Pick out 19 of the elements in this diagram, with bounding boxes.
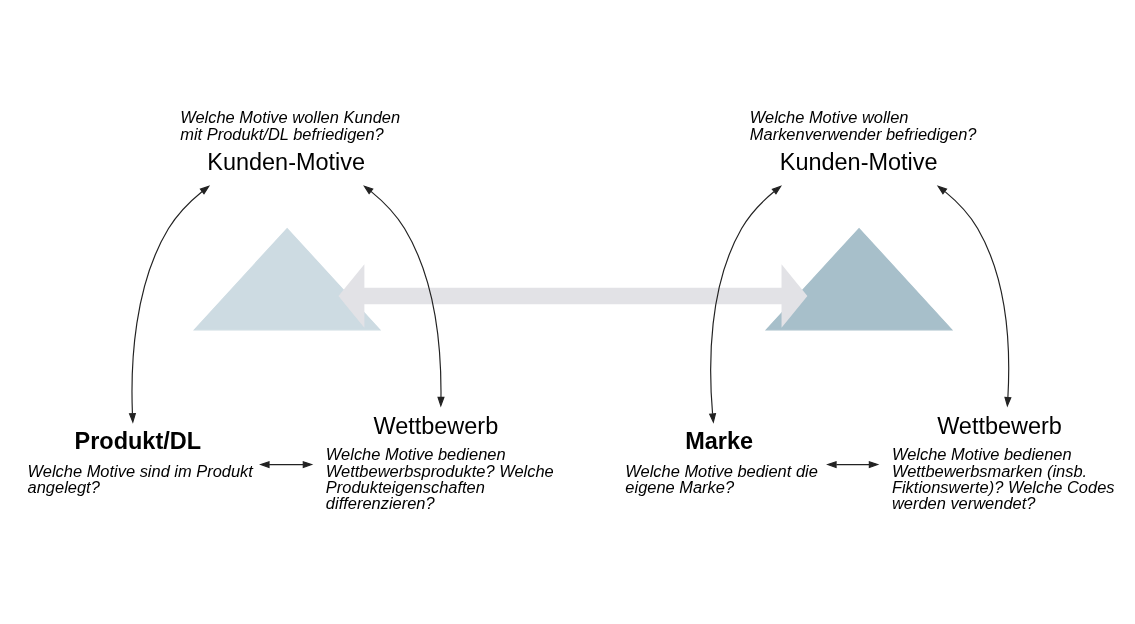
node-text: Kunden-Motive xyxy=(207,148,366,175)
node-label: Welche Motive bedienen Wettbewerbsmarken (insb. Fiktionswerte)? Welche Codes werden verwendet? xyxy=(891,444,1115,512)
arrow xyxy=(363,184,445,407)
node-label: Welche Motive wollen Markenverwender befriedigen? xyxy=(749,107,977,143)
arrow xyxy=(338,263,808,328)
node-text: Wettbewerb xyxy=(937,412,1062,439)
node-text: Kunden-Motive xyxy=(779,148,938,175)
arrow xyxy=(936,184,1012,408)
node-text: Wettbewerb xyxy=(373,412,499,439)
arrow xyxy=(708,184,782,424)
arrow xyxy=(128,184,211,424)
node-label: Welche Motive wollen Kunden mit Produkt/DL befriedigen? xyxy=(180,107,401,143)
node-text: Marke xyxy=(685,427,754,454)
node-text: Produkt/DL xyxy=(74,427,202,454)
node-label: Welche Motive bedienen Wettbewerbsprodukte? Welche Produkteigenschaften differenzieren? xyxy=(325,444,554,512)
arrow xyxy=(826,460,880,468)
arrow xyxy=(259,460,314,468)
node-label: Welche Motive bedient die eigene Marke? xyxy=(625,461,818,496)
node-label: Welche Motive sind im Produkt angelegt? xyxy=(27,461,253,496)
